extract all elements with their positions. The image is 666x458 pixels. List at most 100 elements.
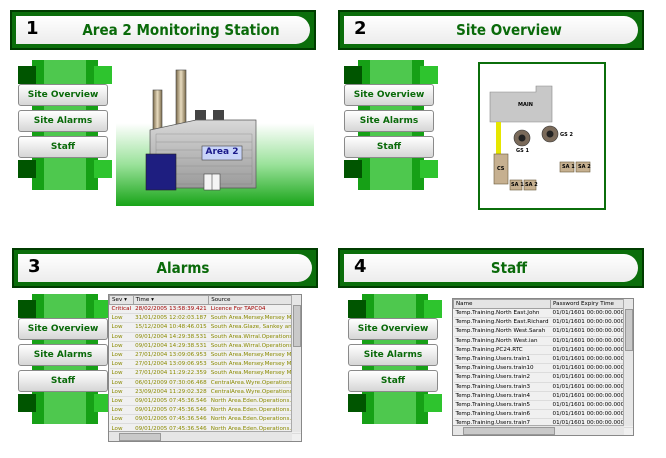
vertical-scrollbar[interactable] [623, 299, 633, 426]
factory-label: Area 2 [205, 147, 239, 157]
cell-password-expiry: 01/01/1601 00:00:00.000 [550, 326, 627, 337]
cell-password-expiry: 01/01/1601 00:00:00.000 [550, 354, 627, 365]
cell-severity: Low [109, 414, 134, 425]
site-alarms-button[interactable]: Site Alarms [344, 110, 434, 132]
site-overview-button[interactable]: Site Overview [18, 318, 108, 340]
staff-button[interactable]: Staff [18, 136, 108, 158]
site-alarms-button[interactable]: Site Alarms [348, 344, 438, 366]
page-title: Area 2 Monitoring Station [82, 21, 280, 39]
cell-severity: Low [109, 341, 134, 351]
cell-password-expiry: 01/01/1601 00:00:00.000 [550, 400, 627, 411]
cell-severity: Low [109, 378, 134, 388]
cell-time: 09/01/2005 07:45:36.546 [133, 414, 209, 425]
factory-icon [145, 69, 257, 191]
cell-time: 09/01/2004 14:29:38.531 [133, 341, 209, 351]
panel-header: 1 Area 2 Monitoring Station [10, 10, 316, 50]
cell-severity: Low [109, 368, 134, 379]
nav-cross-decoration: Site Overview Site Alarms Staff [18, 60, 118, 190]
page-title: Staff [490, 259, 528, 277]
horizontal-scrollbar[interactable] [453, 425, 624, 435]
cell-severity: Low [109, 322, 134, 333]
cell-severity: Critical [109, 304, 134, 315]
site-overview-button[interactable]: Site Overview [344, 84, 434, 106]
cell-time: 28/02/2005 13:58:39.421 [133, 304, 209, 315]
cell-us [626, 427, 633, 435]
column-header-sev[interactable]: Sev ▾ [109, 295, 134, 305]
panel-number: 4 [354, 256, 367, 277]
cell-severity: Low [109, 405, 134, 416]
cell-source: South Area.Glaze, Sankey and Dit [208, 322, 301, 333]
cell-name: Temp.Training.Users.train3 [453, 382, 551, 392]
horizontal-scrollbar[interactable] [109, 431, 292, 441]
cell-time: 09/01/2005 07:45:36.546 [133, 396, 209, 407]
panel-header: 3 Alarms [12, 248, 318, 288]
site-map-drawing [489, 85, 591, 191]
staff-button[interactable]: Staff [18, 370, 108, 392]
map-label-cs: CS [497, 166, 505, 172]
staff-button[interactable]: Staff [344, 136, 434, 158]
staff-button[interactable]: Staff [348, 370, 438, 392]
column-header-password-expiry[interactable]: Password Expiry Time [550, 299, 627, 309]
cell-source: North Area.Eden.Operations.Dum [208, 396, 301, 407]
panel-1: 1 Area 2 Monitoring Station Site Overvie… [10, 10, 328, 220]
cell-password-expiry: 01/01/1601 00:00:00.000 [550, 372, 627, 383]
nav-cross-decoration: Site Overview Site Alarms Staff [348, 294, 448, 424]
cell-password-expiry: 01/01/1601 00:00:00.000 [550, 391, 627, 401]
panel-3: 3 Alarms Site Overview Site Alarms Staff… [12, 248, 330, 458]
cell-name: Temp.Training.Users.train6 [453, 409, 551, 420]
cell-name: Temp.Training.North West.ian [453, 336, 551, 346]
site-alarms-button[interactable]: Site Alarms [18, 344, 108, 366]
vertical-scrollbar[interactable] [291, 295, 301, 432]
cell-time: 09/01/2005 07:45:36.546 [133, 405, 209, 416]
panel-header: 2 Site Overview [338, 10, 644, 50]
site-alarms-button[interactable]: Site Alarms [18, 110, 108, 132]
cell-source: South Area.Mersey.Mersey Middle [208, 313, 301, 324]
column-header-source[interactable]: Source [208, 295, 301, 305]
cell-severity: Low [109, 350, 134, 361]
site-overview-button[interactable]: Site Overview [18, 84, 108, 106]
site-overview-button[interactable]: Site Overview [348, 318, 438, 340]
cell-severity: Low [109, 359, 134, 370]
cell-name: Temp.Training.Users.train1 [453, 354, 551, 365]
cell-password-expiry: 01/01/1601 00:00:00.000 [550, 363, 627, 374]
cell-time: 27/01/2004 13:09:06.953 [133, 350, 209, 361]
column-header-time[interactable]: Time ▾ [132, 295, 210, 305]
panel-number: 3 [28, 256, 41, 277]
cell-time: 27/01/2004 13:09:06.953 [133, 359, 209, 370]
column-header-name[interactable]: Name [453, 299, 552, 309]
staff-grid[interactable]: Name Password Expiry Time Us Temp.Traini… [452, 298, 634, 436]
map-label-main: MAIN [518, 102, 533, 108]
cell-source: South Area.Mersey.Mersey Middle [208, 359, 301, 370]
cell-name: Temp.Training.Users.train5 [453, 400, 551, 411]
cell-source: North Area.Eden.Operations.Dum [208, 405, 301, 416]
cell-time: 06/01/2009 07:30:06.468 [133, 378, 209, 388]
site-map: MAIN CS GS 1 GS 2 SA 1 SA 2 SA 1 SA 2 [478, 62, 606, 210]
cell-password-expiry: 01/01/1601 00:00:00.000 [550, 345, 627, 355]
